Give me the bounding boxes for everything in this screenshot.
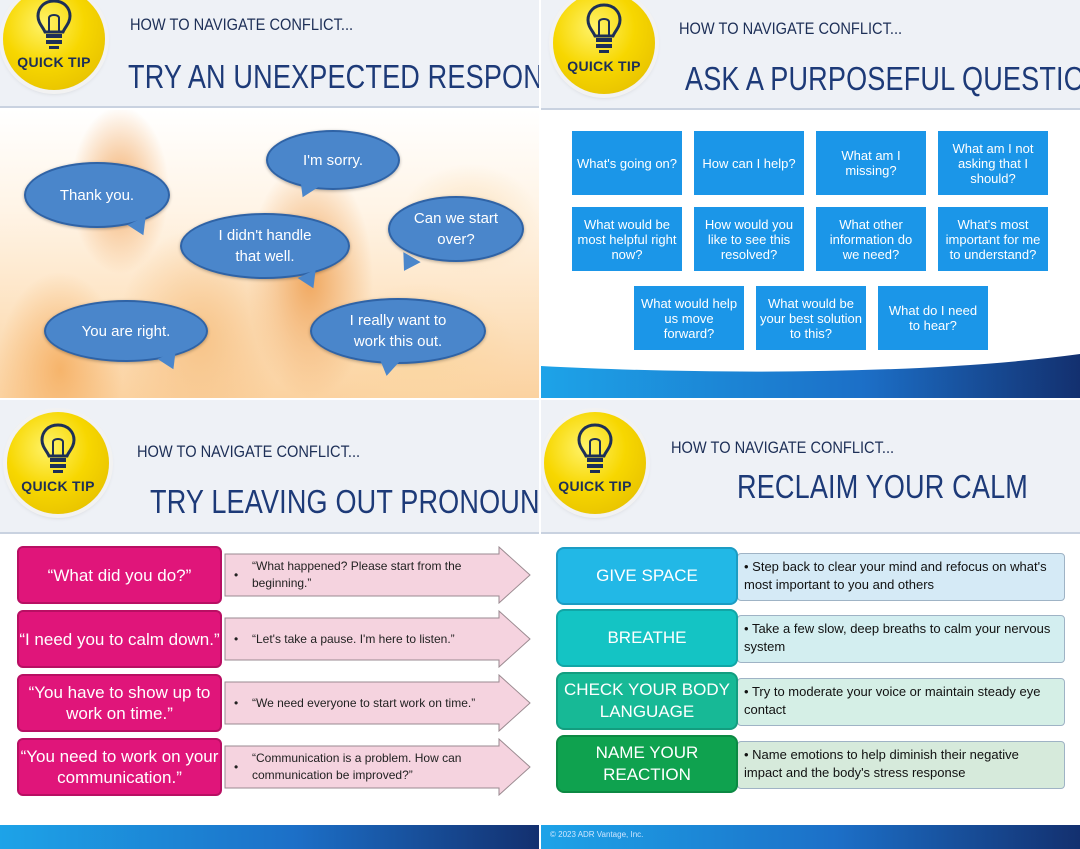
question-box: How can I help? (694, 131, 804, 195)
bubble-text: Thank you. (59, 186, 135, 204)
series-kicker: HOW TO NAVIGATE CONFLICT... (679, 19, 903, 38)
question-box: What am I missing? (816, 131, 926, 195)
bubble-text: I really want to work this out. (349, 312, 447, 350)
calm-description-text: Name emotions to help diminish their neg… (744, 747, 1019, 780)
bullet-icon: • (744, 621, 752, 636)
panel-header: QUICK TIP HOW TO NAVIGATE CONFLICT... TR… (0, 400, 539, 534)
panel-header: QUICK TIP HOW TO NAVIGATE CONFLICT... AS… (541, 0, 1080, 110)
pronoun-phrase: “What did you do?” (17, 546, 222, 604)
rephrased-label: “We need everyone to start work on time.… (252, 695, 476, 710)
pronoun-phrase: “You need to work on your communication.… (17, 738, 222, 796)
footer-bar (0, 825, 539, 849)
rephrased-text: • “Let's take a pause. I'm here to listen… (234, 610, 489, 668)
quick-tip-badge: QUICK TIP (7, 412, 109, 514)
panel-header: QUICK TIP HOW TO NAVIGATE CONFLICT... RE… (541, 400, 1080, 534)
rephrased-text: • “What happened? Please start from the b… (234, 546, 489, 604)
panel-title: TRY LEAVING OUT PRONOUNS (150, 483, 539, 520)
arrow-shape (224, 674, 531, 732)
arrow-shape (224, 738, 531, 796)
arrow-shape (224, 610, 531, 668)
calm-description: • Try to moderate your voice or maintain… (737, 678, 1065, 726)
question-box: How would you like to see this resolved? (694, 207, 804, 271)
calm-description: • Take a few slow, deep breaths to calm … (737, 615, 1065, 663)
bullet-icon: • (744, 684, 752, 699)
lightbulb-icon (40, 423, 76, 473)
bubble-text: I'm sorry. (302, 151, 364, 169)
badge-label: QUICK TIP (567, 58, 641, 74)
bullet-icon: • (234, 567, 239, 582)
arrow-shape (224, 546, 531, 604)
lightbulb-icon (577, 423, 613, 473)
calm-description-text: Try to moderate your voice or maintain s… (744, 684, 1041, 717)
calm-description-text: Take a few slow, deep breaths to calm yo… (744, 621, 1051, 654)
quick-tip-badge: QUICK TIP (3, 0, 105, 90)
bubble-tail (376, 358, 400, 378)
lightbulb-icon (36, 0, 72, 49)
badge-label: QUICK TIP (558, 478, 632, 494)
panel-title: ASK A PURPOSEFUL QUESTION (685, 60, 1080, 97)
panel-title: TRY AN UNEXPECTED RESPONSE (128, 58, 539, 95)
question-box: What would be most helpful right now? (572, 207, 682, 271)
calm-step: NAME YOUR REACTION (556, 735, 738, 793)
footer-swoosh (541, 354, 1080, 398)
quick-tip-badge: QUICK TIP (544, 412, 646, 514)
calm-step: CHECK YOUR BODY LANGUAGE (556, 672, 738, 730)
calm-description: • Step back to clear your mind and refoc… (737, 553, 1065, 601)
question-box: What do I need to hear? (878, 286, 988, 350)
panel-purposeful-question: QUICK TIP HOW TO NAVIGATE CONFLICT... AS… (541, 0, 1080, 398)
bullet-icon: • (744, 559, 753, 574)
panel-header: QUICK TIP HOW TO NAVIGATE CONFLICT... TR… (0, 0, 539, 108)
bubble-text: Can we start over? (413, 210, 499, 248)
bullet-icon: • (744, 747, 753, 762)
pronoun-phrase: “I need you to calm down.” (17, 610, 222, 668)
series-kicker: HOW TO NAVIGATE CONFLICT... (137, 442, 361, 461)
series-kicker: HOW TO NAVIGATE CONFLICT... (671, 438, 895, 457)
bullet-icon: • (234, 759, 239, 774)
question-box: What's most important for me to understa… (938, 207, 1048, 271)
question-box: What would help us move forward? (634, 286, 744, 350)
rephrased-label: “Communication is a problem. How can com… (252, 751, 462, 782)
speech-bubble: I didn't handle that well. (180, 213, 350, 279)
rephrased-text: • “Communication is a problem. How can co… (234, 738, 489, 796)
speech-bubble: Thank you. (24, 162, 170, 228)
calm-description: • Name emotions to help diminish their n… (737, 741, 1065, 789)
panel-reclaim-calm: QUICK TIP HOW TO NAVIGATE CONFLICT... RE… (541, 400, 1080, 849)
calm-description-text: Step back to clear your mind and refocus… (744, 559, 1047, 592)
badge-label: QUICK TIP (17, 54, 91, 70)
bullet-icon: • (234, 631, 239, 646)
question-box: What am I not asking that I should? (938, 131, 1048, 195)
bubble-text: I didn't handle that well. (218, 227, 312, 265)
lightbulb-icon (586, 3, 622, 53)
calm-step: GIVE SPACE (556, 547, 738, 605)
quick-tip-badge: QUICK TIP (553, 0, 655, 94)
copyright-text: © 2023 ADR Vantage, Inc. (550, 830, 644, 839)
bullet-icon: • (234, 695, 239, 710)
speech-bubble: I'm sorry. (266, 130, 400, 190)
pronoun-phrase: “You have to show up to work on time.” (17, 674, 222, 732)
question-box: What other information do we need? (816, 207, 926, 271)
speech-bubble: Can we start over? (388, 196, 524, 262)
speech-bubble: I really want to work this out. (310, 298, 486, 364)
panel-unexpected-response: QUICK TIP HOW TO NAVIGATE CONFLICT... TR… (0, 0, 539, 398)
rephrased-text: • “We need everyone to start work on time… (234, 674, 489, 732)
question-box: What would be your best solution to this… (756, 286, 866, 350)
rephrased-label: “Let's take a pause. I'm here to listen.… (252, 631, 455, 646)
badge-label: QUICK TIP (21, 478, 95, 494)
panel-title: RECLAIM YOUR CALM (737, 468, 1028, 505)
rephrased-label: “What happened? Please start from the be… (252, 559, 462, 590)
question-box: What's going on? (572, 131, 682, 195)
panel-leaving-out-pronouns: QUICK TIP HOW TO NAVIGATE CONFLICT... TR… (0, 400, 539, 849)
footer-bar: © 2023 ADR Vantage, Inc. (541, 825, 1080, 849)
calm-step: BREATHE (556, 609, 738, 667)
speech-bubble: You are right. (44, 300, 208, 362)
series-kicker: HOW TO NAVIGATE CONFLICT... (130, 15, 354, 34)
bubble-text: You are right. (81, 322, 171, 340)
